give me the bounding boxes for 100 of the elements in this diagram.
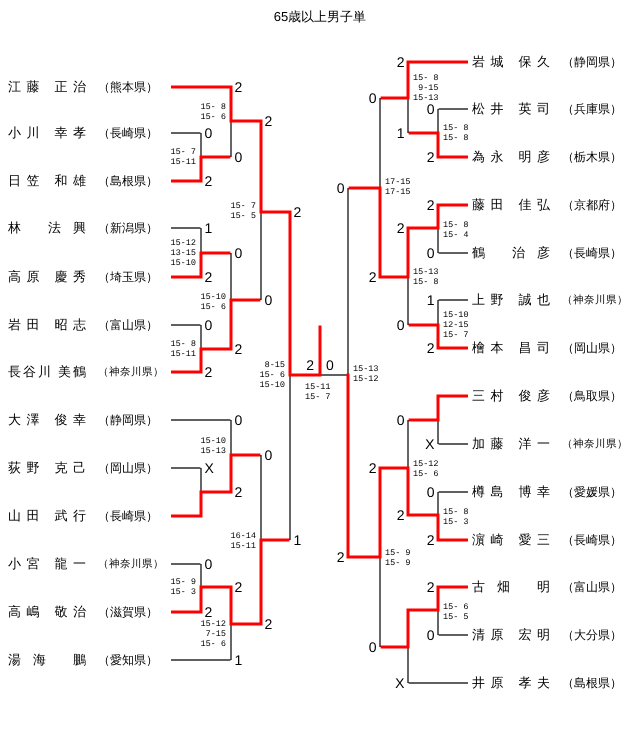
bracket-connector: [171, 86, 230, 88]
score-label: 0: [234, 150, 242, 164]
score-label: 0: [426, 246, 434, 260]
prefecture-label: （長崎県）: [98, 125, 158, 141]
bracket-connector: [262, 210, 288, 214]
bracket-line: [200, 468, 202, 518]
score-label: 0: [264, 448, 272, 462]
game-score: 15-10: [259, 380, 285, 390]
bracket-line: [436, 394, 440, 444]
score-label: 2: [396, 55, 404, 69]
bracket-line: [436, 300, 440, 350]
score-label: 2: [426, 198, 434, 212]
bracket-line: [230, 420, 232, 494]
bracket-connector: [382, 466, 406, 470]
game-score: 15-13: [413, 267, 439, 277]
bracket-line: [436, 586, 440, 635]
bracket-line: [260, 455, 262, 626]
player-name: 山田 武行: [8, 508, 86, 524]
bracket-connector: [380, 96, 406, 100]
bracket-connector: [408, 418, 436, 422]
bracket-connector: [202, 490, 230, 494]
bracket-connector: [382, 276, 406, 278]
bracket-line: [436, 204, 440, 253]
bracket-connector: [410, 226, 436, 230]
bracket-connector: [232, 298, 260, 302]
bracket-connector: [232, 120, 260, 122]
game-score: 15- 6: [259, 370, 285, 380]
score-label: 2: [368, 270, 376, 284]
game-score: 15-10: [170, 258, 196, 268]
bracket-line: [378, 466, 382, 647]
score-label: 0: [234, 246, 242, 260]
player-name: 高嶋 敬治: [8, 604, 86, 620]
bracket-connector: [438, 491, 468, 493]
bracket-connector: [408, 682, 468, 684]
score-label: 2: [204, 174, 212, 188]
prefecture-label: （富山県）: [562, 579, 622, 595]
prefecture-label: （島根県）: [98, 173, 158, 189]
score-label: 2: [234, 342, 242, 356]
bracket-connector: [440, 586, 468, 588]
score-label: 0: [396, 318, 404, 332]
game-score: 15- 3: [170, 587, 196, 597]
bracket-line: [318, 326, 322, 376]
prefecture-label: （岡山県）: [98, 460, 158, 476]
game-score: 15-13: [200, 446, 226, 456]
bracket-line: [406, 60, 410, 133]
prefecture-label: （埼玉県）: [98, 269, 158, 285]
score-label: 0: [426, 628, 434, 642]
bracket-connector: [440, 204, 468, 206]
prefecture-label: （神奈川県）: [98, 557, 164, 572]
game-score: 15- 8: [443, 123, 469, 133]
score-label: 2: [306, 358, 314, 372]
game-score: 15-12: [170, 238, 196, 248]
game-score: 17-15: [385, 177, 411, 187]
bracket-connector: [292, 374, 318, 376]
score-label: 2: [368, 461, 376, 475]
score-label: 0: [336, 181, 344, 195]
bracket-connector: [350, 556, 378, 558]
bracket-line: [230, 86, 232, 157]
bracket-connector: [171, 324, 200, 326]
game-score: 15-13: [353, 364, 379, 374]
score-label: 2: [264, 114, 272, 128]
game-score: 15-11: [170, 157, 196, 167]
bracket-connector: [438, 299, 468, 301]
prefecture-label: （愛媛県）: [562, 484, 622, 500]
bracket-connector: [171, 276, 200, 278]
game-score: 15- 5: [443, 612, 469, 622]
prefecture-label: （静岡県）: [98, 412, 158, 428]
prefecture-label: （熊本県）: [98, 79, 158, 95]
bracket-connector: [408, 132, 436, 134]
score-label: 1: [426, 293, 434, 307]
game-score: 15- 6: [443, 602, 469, 612]
score-label: 2: [426, 533, 434, 547]
game-score: 15- 7: [170, 147, 196, 157]
bracket-line: [200, 133, 202, 182]
player-name: 日笠 和雄: [8, 173, 86, 189]
bracket-connector: [438, 634, 468, 636]
bracket-connector: [438, 443, 468, 445]
player-name: 藤田 佳弘: [472, 197, 550, 213]
player-name: 林 法興: [8, 220, 86, 236]
game-score: 13-15: [170, 248, 196, 258]
game-score: 9-15: [418, 83, 439, 93]
bracket-connector: [232, 454, 260, 456]
bracket-connector: [171, 563, 200, 565]
bracket-connector: [440, 394, 468, 398]
player-name: 古畑 明: [472, 579, 550, 595]
game-score: 15- 6: [200, 302, 226, 312]
player-name: 加藤 洋一: [472, 436, 550, 452]
player-name: 檜本 昌司: [472, 340, 550, 356]
bracket-line: [346, 188, 350, 558]
prefecture-label: （滋賀県）: [98, 604, 158, 620]
prefecture-label: （長崎県）: [98, 508, 158, 524]
player-name: 三村 俊彦: [472, 388, 550, 404]
game-score: 15-12: [353, 374, 379, 384]
score-label: 0: [368, 640, 376, 654]
score-label: 2: [336, 550, 344, 564]
player-name: 松井 英司: [472, 101, 550, 117]
bracket-connector: [380, 646, 406, 648]
game-score: 15-11: [170, 349, 196, 359]
player-name: 岩城 保久: [472, 54, 550, 70]
bracket-line: [436, 109, 440, 158]
